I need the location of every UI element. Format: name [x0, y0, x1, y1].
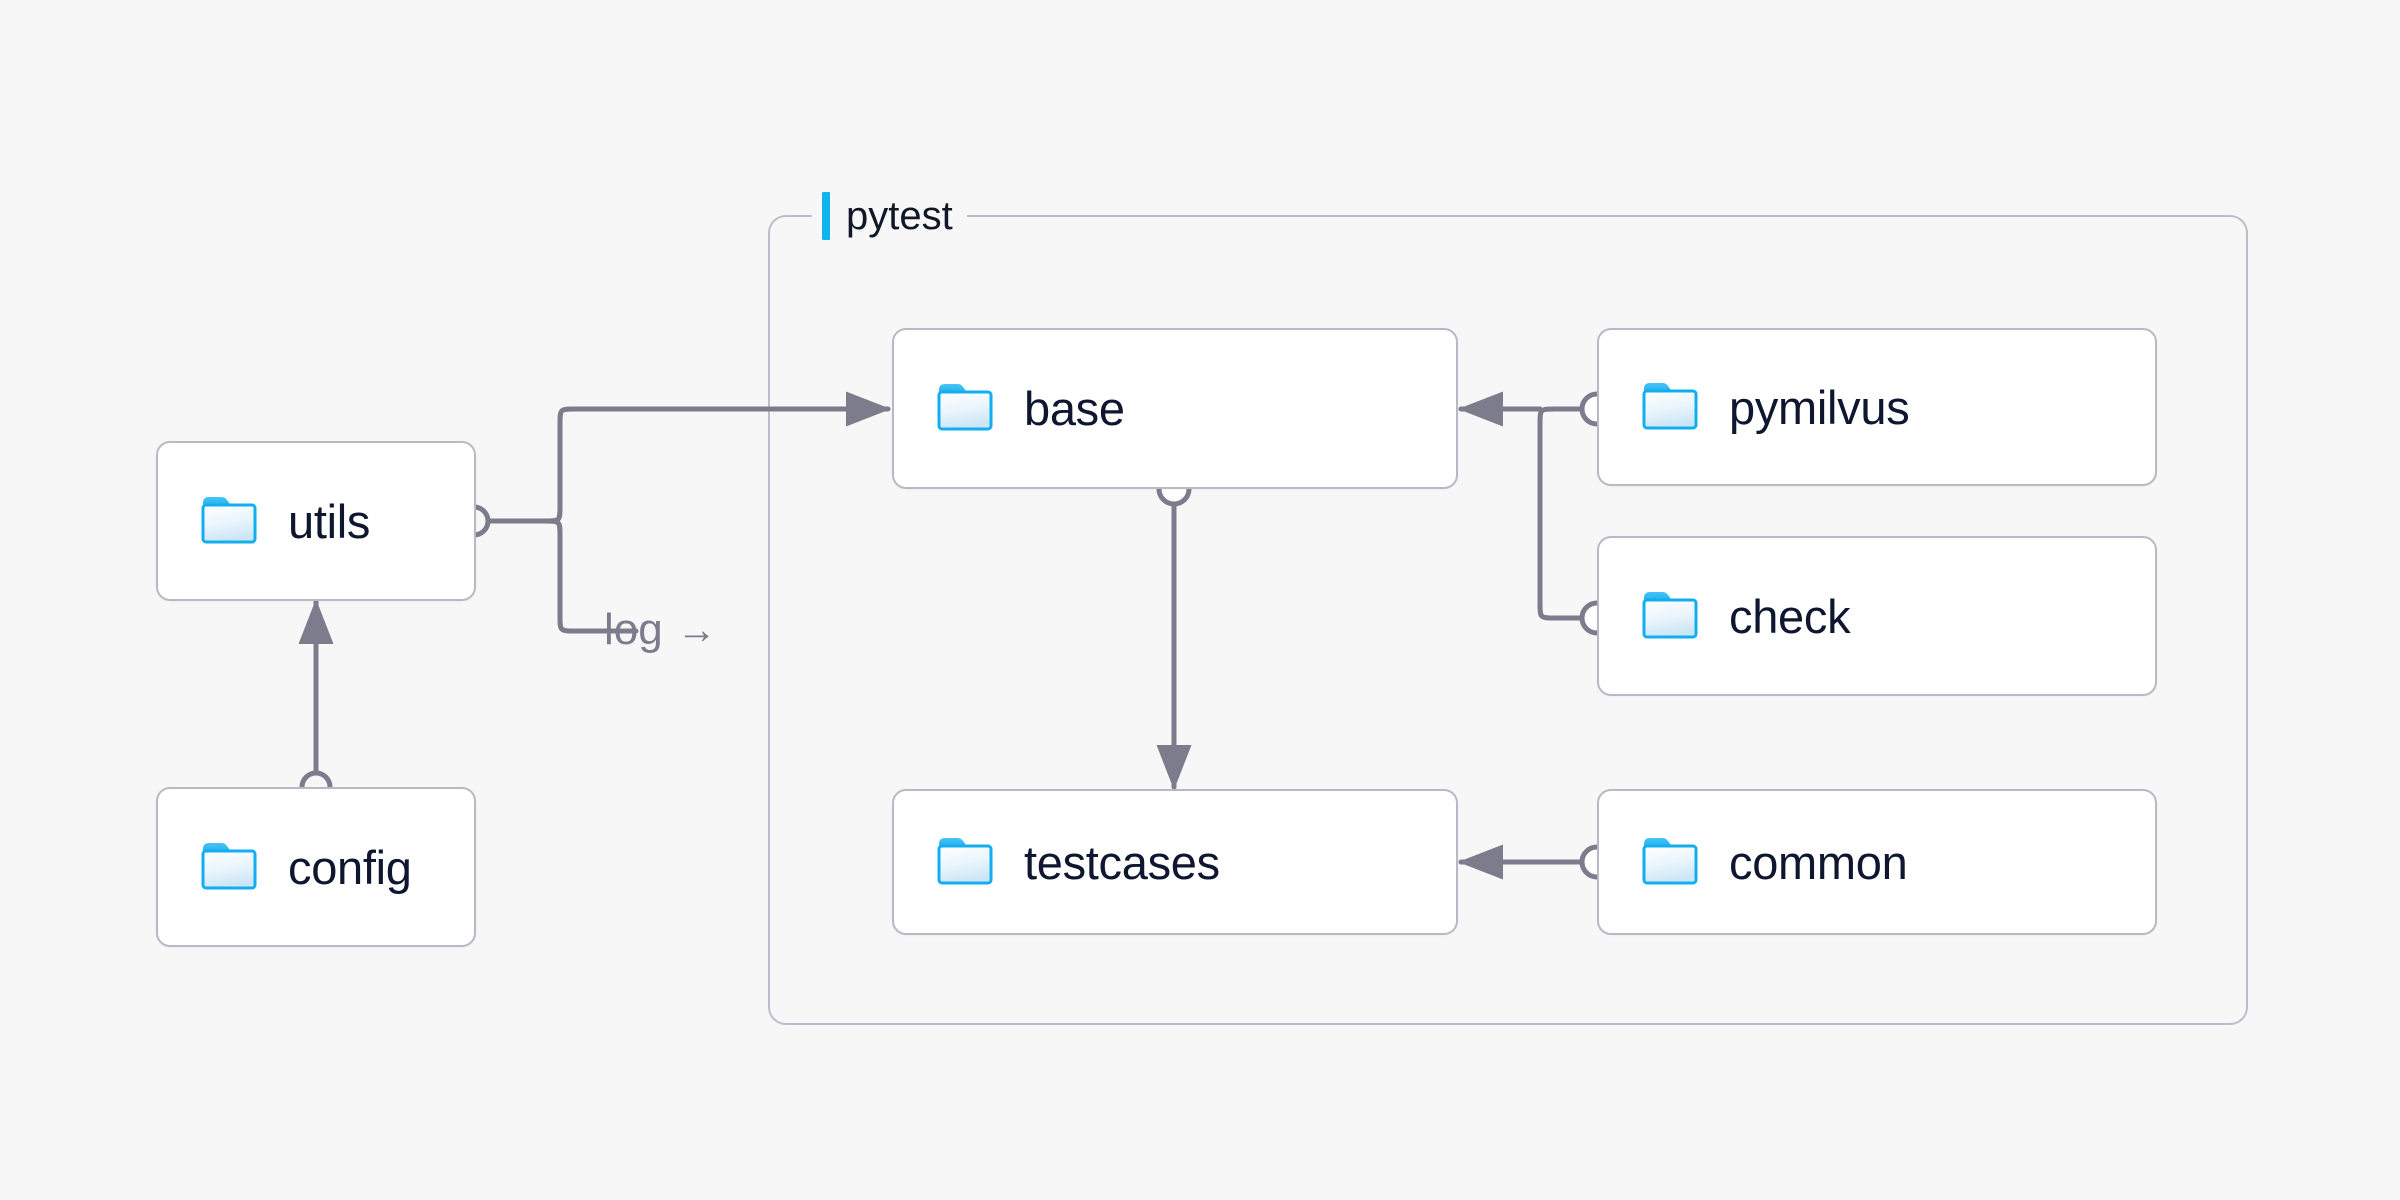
node-label: check: [1729, 589, 1851, 643]
node-config[interactable]: config: [156, 787, 476, 947]
folder-icon: [1641, 588, 1703, 645]
folder-icon: [936, 834, 998, 891]
pytest-group-container[interactable]: [768, 215, 2248, 1025]
folder-icon: [1641, 834, 1703, 891]
node-label: config: [288, 840, 412, 894]
node-utils[interactable]: utils: [156, 441, 476, 601]
folder-icon: [200, 839, 262, 896]
node-common[interactable]: common: [1597, 789, 2157, 935]
pytest-group-title: pytest: [812, 188, 967, 244]
node-label: utils: [288, 494, 371, 548]
node-label: common: [1729, 835, 1908, 889]
folder-icon: [936, 380, 998, 437]
folder-icon: [1641, 379, 1703, 436]
node-base[interactable]: base: [892, 328, 1458, 489]
folder-icon: [200, 493, 262, 550]
group-accent-bar: [822, 192, 830, 240]
edge-label-log: log →: [604, 608, 717, 652]
node-label: base: [1024, 382, 1125, 435]
edge-utils-branch: [486, 391, 892, 634]
node-check[interactable]: check: [1597, 536, 2157, 696]
edge-pymilvus-check-base: [1457, 391, 1584, 621]
node-testcases[interactable]: testcases: [892, 789, 1458, 935]
node-label: pymilvus: [1729, 380, 1910, 434]
node-label: testcases: [1024, 835, 1220, 889]
group-title-label: pytest: [846, 194, 953, 238]
edge-label-log-text: log: [604, 605, 663, 654]
node-pymilvus[interactable]: pymilvus: [1597, 328, 2157, 486]
arrow-right-icon: →: [676, 608, 717, 652]
